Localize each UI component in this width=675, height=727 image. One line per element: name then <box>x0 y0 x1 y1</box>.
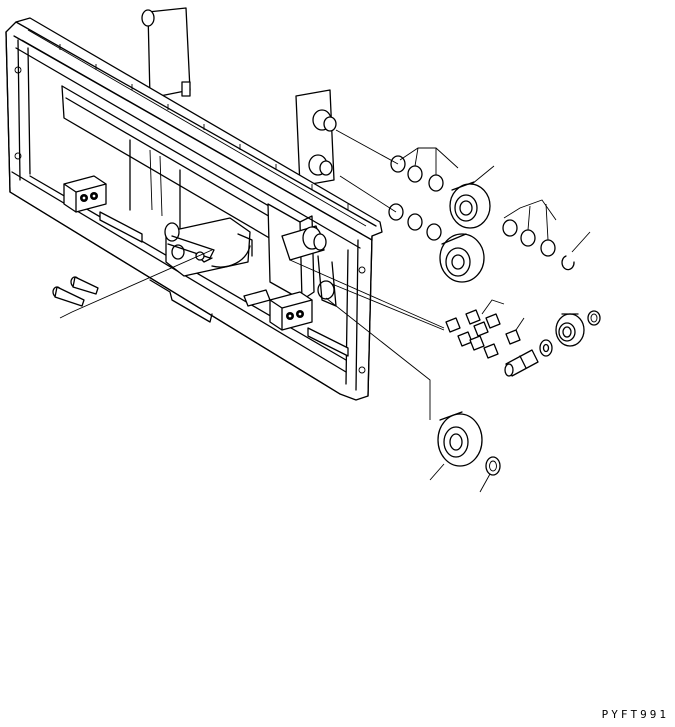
roller-pin <box>504 349 539 377</box>
drawing-code: PYFT991 <box>601 708 669 721</box>
bolt-set <box>52 276 99 307</box>
roller-bearing-lower <box>437 411 483 467</box>
snap-rings-upper <box>388 155 444 241</box>
washer <box>539 339 553 357</box>
snap-ring-lower <box>485 456 501 476</box>
leader-lines <box>59 129 591 493</box>
mast-upright-right <box>295 89 337 187</box>
frame-rollers <box>281 225 337 307</box>
stop-block-right <box>243 289 349 357</box>
side-roller <box>555 313 585 347</box>
stop-block-left <box>63 175 143 243</box>
retaining-ring <box>587 310 601 326</box>
roller-bearing-2 <box>439 233 485 283</box>
snap-rings-right <box>502 219 575 271</box>
rail-notches <box>59 44 349 210</box>
roller-bearing-1 <box>449 181 491 229</box>
shim-plates <box>445 309 521 359</box>
mast-upright-left <box>141 7 191 99</box>
